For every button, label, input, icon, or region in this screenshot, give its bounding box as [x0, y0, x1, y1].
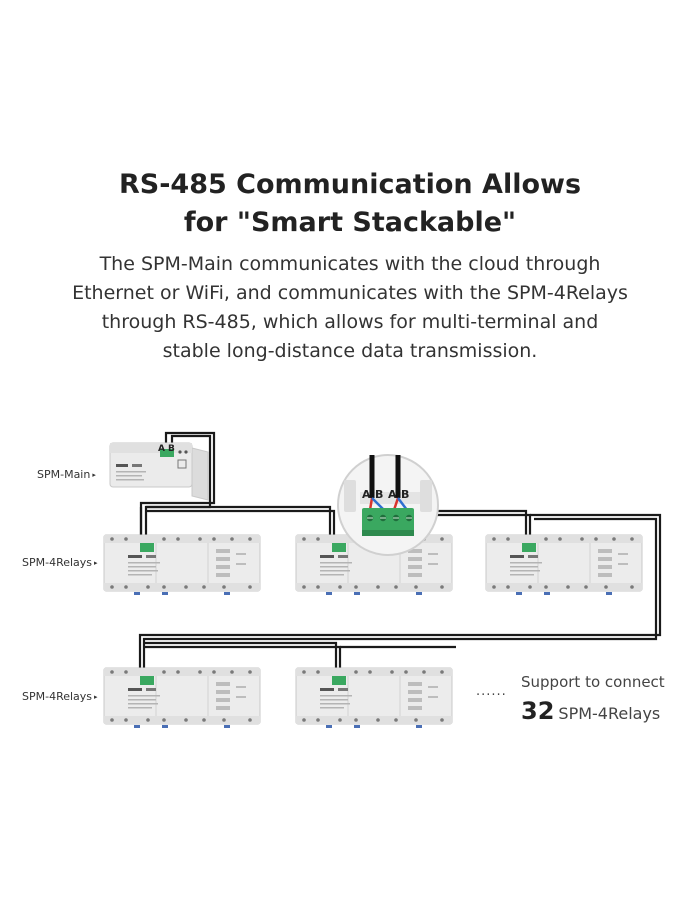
label-arrow-icon: ▸	[94, 693, 98, 701]
title-line-2: for "Smart Stackable"	[183, 207, 517, 238]
zoom-terminal-b-2: B	[401, 488, 409, 501]
title-line-1: RS-485 Communication Allows	[118, 169, 582, 200]
label-spm-4relays-row1-text: SPM-4Relays	[22, 556, 93, 569]
label-spm-4relays-row2-text: SPM-4Relays	[22, 690, 93, 703]
description-line-1: The SPM-Main communicates with the cloud…	[99, 253, 601, 275]
spm-4relays-row1-unit3	[485, 534, 643, 596]
spm-4relays-row2-unit1	[103, 667, 261, 729]
spm-4relays-row1-unit1	[103, 534, 261, 596]
terminal-zoom-callout	[337, 454, 439, 556]
zoom-terminal-b-1: B	[375, 488, 383, 501]
spm-main-device	[109, 442, 209, 501]
support-unit: SPM-4Relays	[558, 704, 661, 723]
label-spm-4relays-row1: SPM-4Relays▸	[22, 556, 98, 569]
spm-4relays-row2-unit2	[295, 667, 453, 729]
description-line-4: stable long-distance data transmission.	[162, 340, 538, 362]
main-terminal-b: B	[168, 444, 175, 454]
zoom-terminal-a-2: A	[388, 488, 397, 501]
page-title: RS-485 Communication Allows for "Smart S…	[0, 166, 700, 242]
label-spm-main-text: SPM-Main	[37, 468, 91, 481]
label-arrow-icon: ▸	[94, 559, 98, 567]
support-caption: Support to connect	[521, 673, 665, 691]
support-count: 32	[521, 697, 555, 725]
description-line-3: through RS-485, which allows for multi-t…	[101, 311, 599, 333]
label-spm-main: SPM-Main▸	[37, 468, 96, 481]
main-terminal-a: A	[158, 444, 165, 454]
rs485-bus-wires	[138, 431, 662, 675]
zoom-terminal-a-1: A	[362, 488, 371, 501]
description-line-2: Ethernet or WiFi, and communicates with …	[72, 282, 628, 304]
label-spm-4relays-row2: SPM-4Relays▸	[22, 690, 98, 703]
description: The SPM-Main communicates with the cloud…	[10, 250, 690, 366]
continuation-ellipsis: ......	[476, 684, 507, 699]
label-arrow-icon: ▸	[92, 471, 96, 479]
